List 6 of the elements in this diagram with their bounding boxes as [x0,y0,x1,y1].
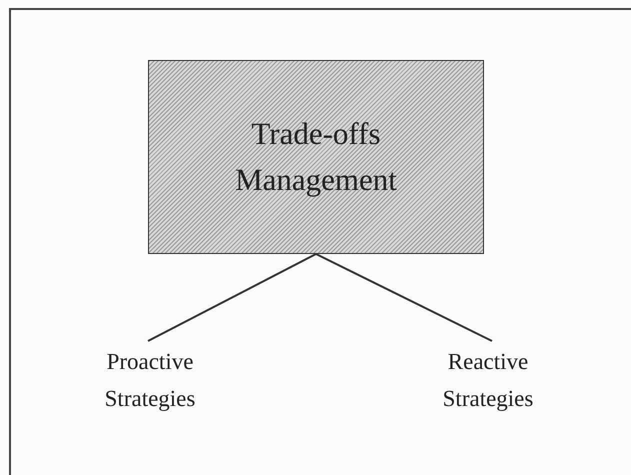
node-label: Reactive Strategies [442,348,534,413]
connector-line [148,253,316,342]
connector-line [316,253,492,342]
hatched-box [148,60,484,254]
node-label: Proactive Strategies [104,348,196,413]
node-label: Trade-offs Management [234,115,398,199]
